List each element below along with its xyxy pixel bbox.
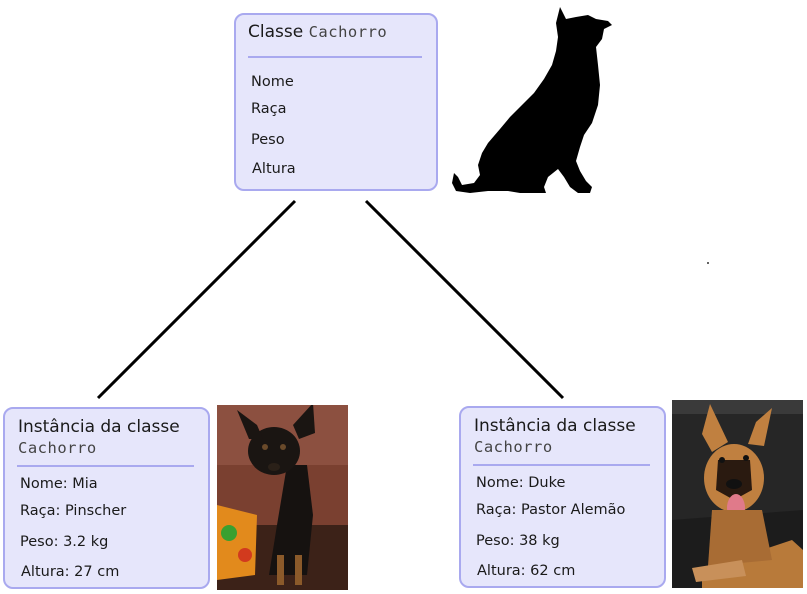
instance-mia-attr-peso: Peso: 3.2 kg	[20, 534, 109, 550]
instance-duke-attr-altura: Altura: 62 cm	[477, 563, 576, 579]
instance-card-duke: Instância da classe Cachorro Nome: Duke …	[459, 406, 666, 588]
instance-mia-class-name: Cachorro	[18, 439, 97, 457]
class-card-class-name: Cachorro	[308, 23, 388, 41]
instance-duke-class-name: Cachorro	[474, 438, 553, 456]
instance-mia-title: Instância da classe	[18, 417, 180, 437]
class-card-divider	[248, 56, 422, 58]
pinscher-photo	[217, 405, 348, 590]
german-shepherd-photo	[672, 400, 803, 588]
instance-card-mia: Instância da classe Cachorro Nome: Mia R…	[3, 407, 210, 589]
instance-mia-divider	[17, 465, 194, 467]
class-attr-altura: Altura	[252, 161, 296, 177]
class-card: Classe Cachorro Nome Raça Peso Altura	[234, 13, 438, 191]
connector-right	[364, 199, 565, 400]
class-attr-nome: Nome	[251, 74, 294, 90]
instance-duke-attr-peso: Peso: 38 kg	[476, 533, 560, 549]
class-attr-raca: Raça	[251, 101, 287, 117]
instance-duke-attr-raca: Raça: Pastor Alemão	[476, 502, 626, 518]
stray-dot	[707, 262, 709, 264]
instance-duke-divider	[473, 464, 650, 466]
instance-duke-attr-nome: Nome: Duke	[476, 475, 566, 491]
instance-mia-attr-nome: Nome: Mia	[20, 476, 98, 492]
instance-mia-attr-altura: Altura: 27 cm	[21, 564, 120, 580]
class-card-title: Classe Cachorro	[248, 21, 387, 43]
class-attr-peso: Peso	[251, 132, 285, 148]
connector-left	[96, 199, 297, 400]
class-card-title-prefix: Classe	[248, 22, 304, 42]
instance-duke-title: Instância da classe	[474, 416, 636, 436]
dog-silhouette-icon	[452, 7, 612, 193]
instance-mia-attr-raca: Raça: Pinscher	[20, 503, 127, 519]
